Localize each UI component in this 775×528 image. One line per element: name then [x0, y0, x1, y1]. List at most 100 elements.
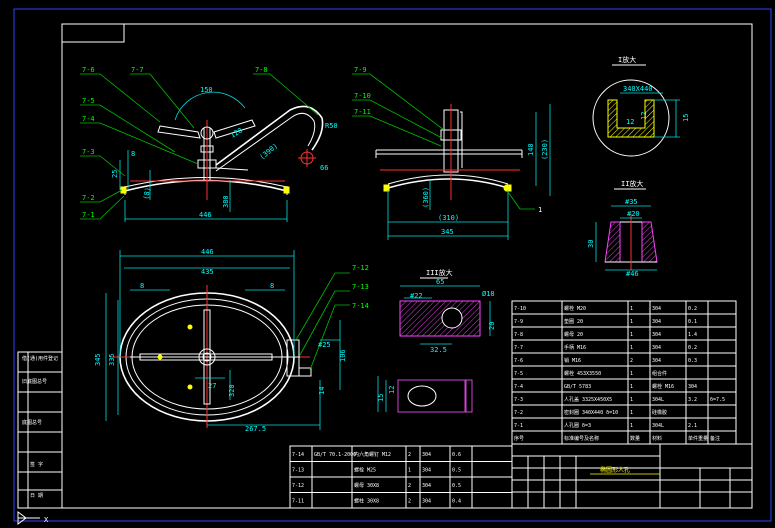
ucs-icon: X — [17, 511, 49, 525]
bom-right-cell: 螺栓 453X3550 — [564, 370, 601, 377]
bom-right-cell: 1.4 — [688, 332, 697, 338]
sv-dim-230: (230) — [541, 139, 549, 160]
pv-dim-345: 345 — [94, 353, 102, 366]
pv-dim-320: 320 — [228, 384, 236, 397]
bom-right-cell: 垫圈 20 — [564, 318, 583, 325]
sec-i-dim-340: 340X440 — [623, 85, 653, 93]
pv-dim-25: #25 — [318, 341, 331, 349]
sec-iii-dim-15: 15 — [377, 394, 385, 402]
sec-iii-dim-18: Ø18 — [482, 290, 495, 298]
title-block: 椭圆形人孔 — [511, 443, 753, 509]
bom-right-cell: 1 — [630, 332, 633, 338]
fv-label-7-6: 7-6 — [82, 66, 95, 74]
bom-right-cell: 304 — [652, 319, 661, 325]
bom-right-cell: 数量 — [630, 435, 640, 442]
bom-right-cell: 7-6 — [514, 358, 523, 364]
bom-right-cell: 304 — [652, 345, 661, 351]
bom-right-cell: 1 — [630, 319, 633, 325]
bom-right-cell: 7-5 — [514, 371, 523, 377]
sec-iii-dim-32: 32.5 — [430, 346, 447, 354]
left-strip-5: 日 期 — [30, 493, 43, 499]
bom-bottom-cell: 2 — [408, 483, 411, 489]
cmd-prompt-x: X — [44, 516, 49, 524]
pv-dim-446: 446 — [201, 248, 214, 256]
bom-right-cell: 1 — [630, 345, 633, 351]
bom-bottom-cell: 内六角螺钉 M12 — [354, 451, 391, 458]
pv-dim-267: 267.5 — [245, 425, 266, 433]
left-strip-1: 借(通)用件登记 — [22, 355, 58, 362]
bom-right-cell: 7-2 — [514, 410, 523, 416]
bom-right-cell: 2.1 — [688, 423, 697, 429]
bom-right-cell: 7-1 — [514, 423, 523, 429]
title-block-name: 椭圆形人孔 — [600, 466, 630, 474]
fv-dim-120: 120 — [229, 126, 244, 139]
bom-right-cell: 1 — [630, 423, 633, 429]
section-iii: III放大 65 #22 Ø18 32.5 20 15 12 — [377, 268, 496, 413]
bom-right-cell: 7-4 — [514, 384, 523, 390]
front-view: 7-6 7-7 7-5 7-4 7-3 7-2 7-1 7-8 150 120 … — [80, 66, 338, 222]
sv-label-1: 1 — [538, 206, 542, 214]
bom-right-cell: 密封圈 340X440 δ=10 — [564, 409, 618, 416]
inner-frame — [61, 23, 753, 509]
bom-right-cell: 序号 — [514, 435, 524, 442]
plan-view: 7-12 7-13 7-14 446 435 8 8 345 335 #25 1… — [94, 248, 369, 433]
fv-label-7-8: 7-8 — [255, 66, 268, 74]
bom-right-cell: 螺母 20 — [564, 331, 583, 338]
bom-bottom-cell: 2 — [408, 499, 411, 505]
sec-i-dim-12b: 12 — [640, 112, 648, 120]
bom-right-cell: 0.1 — [688, 319, 697, 325]
fv-dim-446: 446 — [199, 211, 212, 219]
sv-label-7-9: 7-9 — [354, 66, 367, 74]
bom-right-cell: 0.3 — [688, 358, 697, 364]
sec-ii-dim-20: #20 — [627, 210, 640, 218]
bom-bottom-cell: 7-11 — [292, 499, 304, 505]
sv-dim-140: 140 — [527, 143, 535, 156]
pv-dim-106: 106 — [339, 349, 347, 362]
bom-right-cell: 手柄 M16 — [564, 344, 586, 351]
sec-iii-dim-12: 12 — [388, 386, 396, 394]
sec-ii-title: II放大 — [621, 179, 643, 188]
bom-right-cell: 7-8 — [514, 332, 523, 338]
bom-right-cell: 人孔圈 δ=3 — [564, 422, 591, 429]
title-corner-cell — [61, 23, 125, 43]
pv-dim-335: 335 — [108, 353, 116, 366]
sec-i-dim-15: 15 — [682, 114, 690, 122]
sec-ii-dim-30: 30 — [587, 240, 595, 248]
bom-right-cell: 7-10 — [514, 306, 526, 312]
pv-dim-8a: 8 — [140, 282, 144, 290]
sv-dim-345: 345 — [441, 228, 454, 236]
bom-right-cell: 0.2 — [688, 306, 697, 312]
bom-right-cell: 304L — [652, 397, 664, 403]
bom-right-cell: 单件重量 — [688, 435, 708, 442]
sv-label-7-10: 7-10 — [354, 92, 371, 100]
sec-ii-dim-46: #46 — [626, 270, 639, 278]
bom-bottom-cell: 螺栓 M25 — [354, 467, 376, 474]
pv-label-7-14: 7-14 — [352, 302, 369, 310]
sec-iii-dim-22: #22 — [410, 292, 423, 300]
fv-label-7-3: 7-3 — [82, 148, 95, 156]
pv-dim-14: 14 — [318, 387, 326, 395]
fv-label-7-7: 7-7 — [131, 66, 144, 74]
fv-dim-8b: (8) — [142, 186, 152, 200]
left-strip-2: 旧底图总号 — [22, 378, 47, 385]
sec-iii-title: III放大 — [426, 268, 453, 277]
bom-right-cell: 7-7 — [514, 345, 523, 351]
fv-label-7-2: 7-2 — [82, 194, 95, 202]
bom-bottom-cell: 0.5 — [452, 468, 461, 474]
sv-label-7-11: 7-11 — [354, 108, 371, 116]
bom-bottom-cell: 7-13 — [292, 468, 304, 474]
pv-dim-27: 27 — [208, 382, 216, 390]
bom-right-cell: 2 — [630, 358, 633, 364]
section-i: I放大 340X440 15 12 12 — [592, 55, 690, 157]
bom-right-cell: 304L — [652, 423, 664, 429]
pv-label-7-13: 7-13 — [352, 283, 369, 291]
bom-bottom-cell: 0.4 — [452, 499, 461, 505]
outer-frame — [13, 8, 772, 522]
bom-bottom-cell: 304 — [422, 499, 431, 505]
bom-bottom-cell: 螺母 30X8 — [354, 482, 379, 489]
fv-dim-8: 8 — [131, 150, 135, 158]
sv-dim-310: (310) — [438, 214, 459, 222]
fv-dim-r50: R50 — [325, 122, 338, 130]
